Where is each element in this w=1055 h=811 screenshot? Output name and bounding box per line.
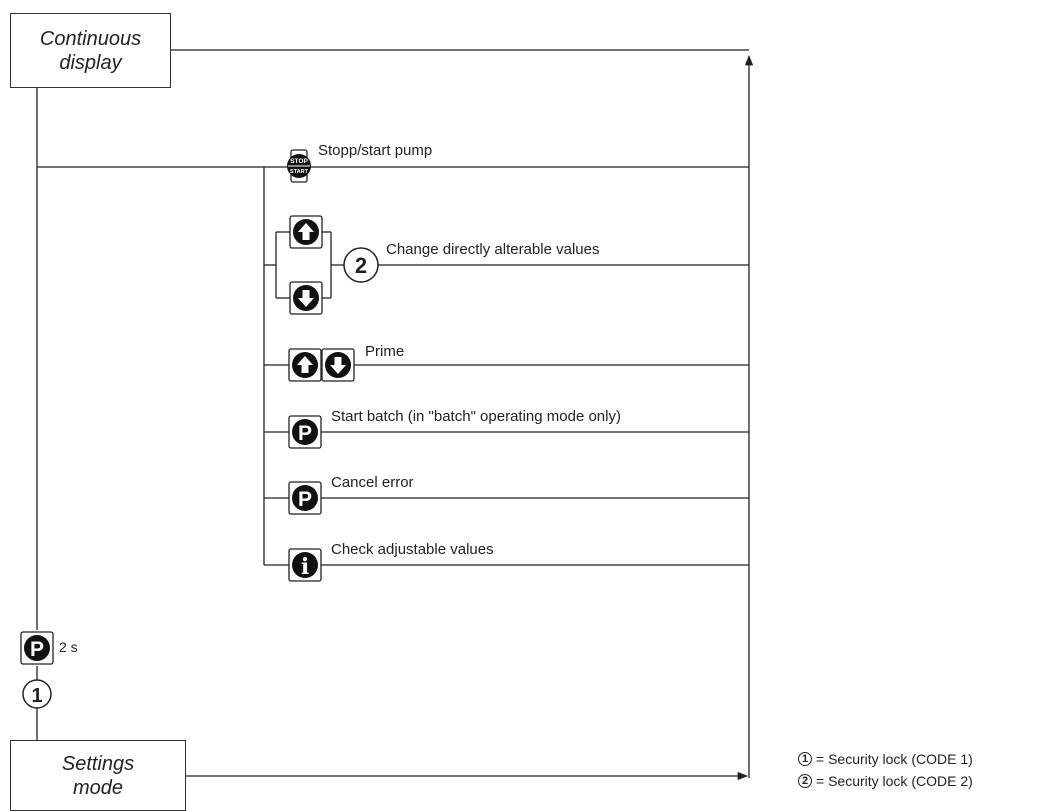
legend-lock-1-icon: 1 [798, 752, 812, 766]
hold-time-label: 2 s [59, 639, 78, 655]
p-key-text: P [30, 638, 44, 661]
info-key-text: i [301, 554, 309, 580]
check-values-label: Check adjustable values [331, 541, 494, 558]
start-batch-label: Start batch (in "batch" operating mode o… [331, 408, 621, 425]
security-lock-1-icon: 1 [22, 679, 52, 709]
legend-lock-2-icon: 2 [798, 774, 812, 788]
p-key-hold-icon: P [20, 631, 54, 665]
lock-2-number: 2 [355, 253, 367, 278]
settings-mode-line2: mode [72, 776, 124, 799]
prime-down-key-icon [321, 348, 355, 382]
start-key-text: START [290, 169, 309, 175]
info-key-icon: i [288, 548, 322, 582]
security-lock-2-icon: 2 [343, 247, 379, 283]
p-key-text: P [298, 422, 312, 445]
legend-lock-1-text: = Security lock (CODE 1) [816, 751, 973, 767]
continuous-display-line1: Continuous [39, 27, 142, 50]
down-arrow-key-icon [289, 281, 323, 315]
stop-key-text: STOP [290, 158, 308, 165]
legend-lock-2: 2 = Security lock (CODE 2) [798, 773, 973, 789]
legend-lock-1: 1 = Security lock (CODE 1) [798, 751, 973, 767]
p-key-text: P [298, 488, 312, 511]
p-key-batch-icon: P [288, 415, 322, 449]
continuous-display-line2: display [59, 51, 122, 74]
prime-up-key-icon [288, 348, 322, 382]
up-arrow-key-icon [289, 215, 323, 249]
prime-label: Prime [365, 343, 405, 360]
stop-start-key-icon: STOP START [287, 149, 311, 183]
change-values-label: Change directly alterable values [386, 241, 600, 258]
continuous-display-box: Continuous display [10, 13, 171, 88]
stop-start-label: Stopp/start pump [318, 142, 433, 159]
p-key-cancel-icon: P [288, 481, 322, 515]
legend-lock-2-text: = Security lock (CODE 2) [816, 773, 973, 789]
settings-mode-box: Settings mode [10, 740, 186, 811]
settings-mode-line1: Settings [61, 752, 135, 775]
connector-lines [36, 49, 754, 781]
lock-1-number: 1 [31, 685, 42, 707]
cancel-error-label: Cancel error [331, 474, 414, 491]
